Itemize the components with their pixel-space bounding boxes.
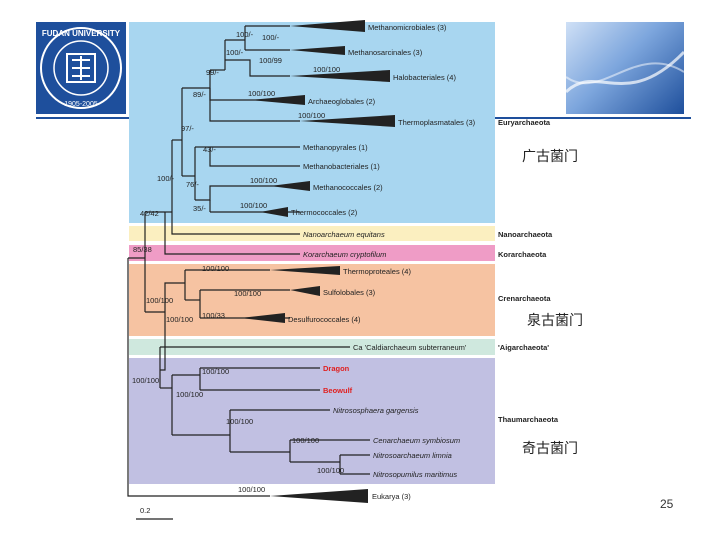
support-value: 100/100: [240, 201, 267, 210]
support-value: 100/100: [250, 176, 277, 185]
group-label-aigarchaeota: 'Aigarchaeota': [498, 343, 549, 352]
taxon-label: Archaeoglobales (2): [308, 97, 376, 106]
crenarchaeota-band: [129, 264, 495, 336]
annotation-crenarchaeota: 泉古菌门: [527, 313, 583, 329]
svg-text:FUDAN UNIVERSITY: FUDAN UNIVERSITY: [42, 29, 121, 38]
taxon-label: Desulfurococcales (4): [288, 315, 361, 324]
taxon-label: Cenarchaeum symbiosum: [373, 436, 460, 445]
collapsed-clade-wedges: [240, 20, 395, 503]
wedge-halobacteriales: [290, 70, 390, 82]
scale-bar-label: 0.2: [140, 506, 150, 515]
header-banner: [564, 22, 686, 114]
taxon-label: Nitrosoarchaeum limnia: [373, 451, 452, 460]
annotation-euryarchaeota: 广古菌门: [522, 149, 578, 165]
wedge-methanococcales: [270, 181, 310, 191]
wedge-eukarya: [270, 489, 368, 503]
support-value: 100/-: [236, 30, 254, 39]
taxon-label: Methanococcales (2): [313, 183, 383, 192]
wedge-methanomicrobiales: [290, 20, 365, 32]
support-value: 100/100: [234, 289, 261, 298]
support-value: 100/100: [146, 296, 173, 305]
tree-branches: [127, 25, 370, 497]
taxon-label: Halobacteriales (4): [393, 73, 456, 82]
support-value: 100/100: [176, 390, 203, 399]
wedge-archaeoglobales: [250, 95, 305, 105]
wedge-thermoproteales: [270, 266, 340, 275]
svg-text:1905-2005: 1905-2005: [64, 101, 98, 108]
taxon-label: Eukarya (3): [372, 492, 411, 501]
support-value: 100/100: [298, 111, 325, 120]
support-value: 100/99: [259, 56, 282, 65]
support-value: 85/38: [133, 245, 152, 254]
taxon-label: Ca 'Caldiarchaeum subterraneum': [353, 343, 467, 352]
group-label-thaumarchaeota: Thaumarchaeota: [498, 415, 559, 424]
taxon-label: Methanomicrobiales (3): [368, 23, 447, 32]
wedge-methanosarcinales: [290, 46, 345, 55]
support-value: 100/100: [238, 485, 265, 494]
taxon-label: Thermoproteales (4): [343, 267, 411, 276]
group-label-euryarchaeota: Euryarchaeota: [498, 118, 551, 127]
taxon-label: Methanosarcinales (3): [348, 48, 423, 57]
taxon-label: Sulfolobales (3): [323, 288, 376, 297]
support-value: 100/100: [317, 466, 344, 475]
thaumarchaeota-band: [129, 358, 495, 484]
support-value: 100/100: [248, 89, 275, 98]
wedge-thermococcales: [260, 207, 288, 217]
support-value: 100/-: [226, 48, 244, 57]
support-value: 89/-: [193, 90, 206, 99]
fudan-university-logo: FUDAN UNIVERSITY 1905-2005: [36, 22, 126, 114]
support-value: 100/100: [132, 376, 159, 385]
taxon-label-highlight: Dragon: [323, 364, 350, 373]
wedge-sulfolobales: [290, 286, 320, 296]
dna-graphic-icon: [564, 50, 686, 94]
taxon-label: Nitrososphaera gargensis: [333, 406, 419, 415]
page-number: 25: [660, 497, 674, 511]
support-value: 43/-: [203, 145, 216, 154]
taxon-label: Methanobacteriales (1): [303, 162, 380, 171]
support-value: 35/-: [193, 204, 206, 213]
taxon-label: Thermococcales (2): [291, 208, 358, 217]
support-value: 100/100: [202, 367, 229, 376]
support-value: 100/-: [262, 33, 280, 42]
annotation-thaumarchaeota: 奇古菌门: [522, 441, 578, 457]
taxon-label: Methanopyrales (1): [303, 143, 368, 152]
support-value: 42/42: [140, 209, 159, 218]
support-values: 100/- 100/- 100/- 100/99 100/100 99/- 89…: [132, 30, 344, 494]
group-label-korarchaeota: Korarchaeota: [498, 250, 547, 259]
korarchaeota-band: [129, 245, 495, 261]
nanoarchaeota-band: [129, 226, 495, 241]
support-value: 100/100: [313, 65, 340, 74]
euryarchaeota-band: [129, 22, 495, 223]
taxon-label: Korarchaeum cryptofilum: [303, 250, 386, 259]
support-value: 100/100: [292, 436, 319, 445]
support-value: 100/100: [166, 315, 193, 324]
fudan-seal-icon: FUDAN UNIVERSITY 1905-2005: [40, 27, 122, 109]
wedge-desulfurococcales: [240, 313, 285, 323]
wedge-thermoplasmatales: [300, 115, 395, 127]
support-value: 100/33: [202, 311, 225, 320]
support-value: 97/-: [181, 124, 194, 133]
taxon-label-highlight: Beowulf: [323, 386, 353, 395]
support-value: 100/100: [202, 264, 229, 273]
support-value: 76/-: [186, 180, 199, 189]
taxon-label: Nanoarchaeum equitans: [303, 230, 385, 239]
taxon-label: Nitrosopumilus maritimus: [373, 470, 457, 479]
group-label-crenarchaeota: Crenarchaeota: [498, 294, 551, 303]
support-value: 100/-: [157, 174, 175, 183]
taxon-label: Thermoplasmatales (3): [398, 118, 476, 127]
support-value: 99/-: [206, 68, 219, 77]
support-value: 100/100: [226, 417, 253, 426]
group-label-nanoarchaeota: Nanoarchaeota: [498, 230, 553, 239]
